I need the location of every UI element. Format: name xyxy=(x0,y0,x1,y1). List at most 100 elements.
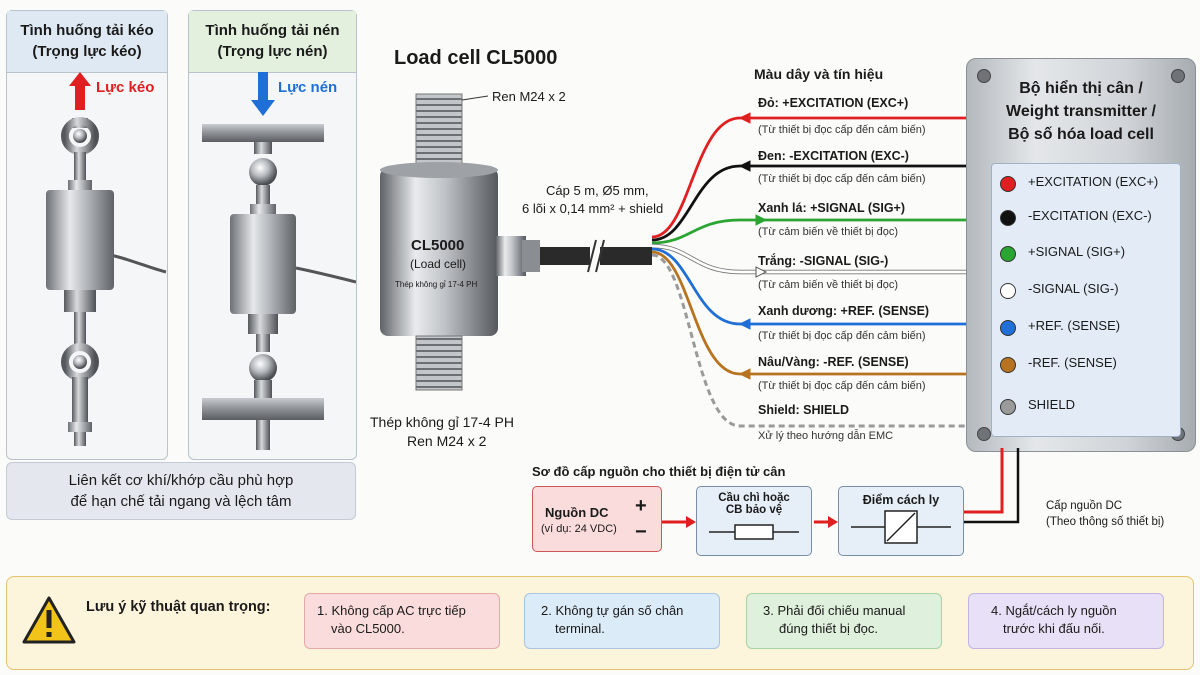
supply-note-line2: (Theo thông số thiết bị) xyxy=(1046,516,1165,528)
warning-item-3: 3. Phải đối chiếu manual đúng thiết bị đ… xyxy=(746,593,942,649)
wire-arrow-icon xyxy=(738,318,751,330)
wire-0 xyxy=(651,116,970,239)
terminal-panel xyxy=(991,163,1181,437)
pin-label: +EXCITATION (EXC+) xyxy=(1028,174,1159,189)
pin-label: SHIELD xyxy=(1028,397,1075,412)
loadcell-title: Load cell CL5000 xyxy=(394,47,558,69)
pin-label: -REF. (SENSE) xyxy=(1028,355,1117,370)
wire-arrow-icon xyxy=(755,266,768,278)
wire-1 xyxy=(651,164,970,242)
wire-label-4-sub: (Từ thiết bị đọc cấp đến cảm biến) xyxy=(758,330,926,342)
wire-3 xyxy=(651,244,970,274)
wiring-header: Màu dây và tín hiệu xyxy=(754,66,884,82)
compression-subtitle: (Trọng lực nén) xyxy=(217,43,328,60)
compression-force-label: Lực nén xyxy=(278,79,338,96)
dc-source-box: Nguồn DC (ví dụ: 24 VDC) + − xyxy=(532,486,662,552)
wire-label-3-title: Trắng: -SIGNAL (SIG-) xyxy=(758,254,889,268)
terminal-pin-1[interactable]: -EXCITATION (EXC-) xyxy=(1000,208,1180,228)
pin-dot-icon xyxy=(1000,176,1016,192)
wire-2 xyxy=(651,218,970,245)
wire-label-0-sub: (Từ thiết bị đọc cấp đến cảm biến) xyxy=(758,124,926,136)
warning-item-2: 2. Không tự gán số chân terminal. xyxy=(524,593,720,649)
pin-dot-icon xyxy=(1000,320,1016,336)
pin-label: -EXCITATION (EXC-) xyxy=(1028,208,1152,223)
terminal-pin-6[interactable]: SHIELD xyxy=(1000,397,1180,417)
dc-source-label: Nguồn DC xyxy=(545,505,609,520)
tension-force-label: Lực kéo xyxy=(96,79,155,96)
pin-label: +REF. (SENSE) xyxy=(1028,318,1121,333)
plus-terminal: + xyxy=(635,495,647,517)
arrow-right-icon xyxy=(662,516,696,528)
wire-5 xyxy=(651,250,970,376)
wire-label-2-title: Xanh lá: +SIGNAL (SIG+) xyxy=(758,201,906,215)
pin-dot-icon xyxy=(1000,399,1016,415)
loadcell-body-material: Thép không gỉ 17-4 PH xyxy=(395,280,478,289)
wire-4 xyxy=(651,247,970,326)
supply-note-line1: Cấp nguồn DC xyxy=(1046,500,1123,512)
wire-6 xyxy=(651,253,970,428)
terminal-pin-0[interactable]: +EXCITATION (EXC+) xyxy=(1000,174,1180,194)
cable-spec-line2: 6 lõi x 0,14 mm² + shield xyxy=(522,201,664,216)
warning-item-1: 1. Không cấp AC trực tiếp vào CL5000. xyxy=(304,593,500,649)
wire-label-5-title: Nâu/Vàng: -REF. (SENSE) xyxy=(758,355,909,369)
isolation-label: Điểm cách ly xyxy=(862,493,940,507)
warning-item-2-line1: 2. Không tự gán số chân xyxy=(541,603,684,618)
screw-icon xyxy=(977,69,991,83)
tension-arrow-icon xyxy=(69,72,91,110)
wire-arrow-icon xyxy=(738,368,751,380)
tension-illustration xyxy=(46,72,356,450)
warning-item-4-line2: trước khi đấu nối. xyxy=(1003,621,1105,636)
device-title-line2: Weight transmitter / xyxy=(1006,103,1156,120)
fuse-label-line2: CB bảo vệ xyxy=(725,504,783,516)
dc-source-sub: (ví dụ: 24 VDC) xyxy=(541,523,617,535)
warning-item-3-line2: đúng thiết bị đọc. xyxy=(779,621,879,636)
device-title-line1: Bộ hiển thị cân / xyxy=(1019,80,1143,97)
mechanical-note-line1: Liên kết cơ khí/khớp cầu phù hợp xyxy=(68,472,294,489)
wire-label-0-title: Đỏ: +EXCITATION (EXC+) xyxy=(758,96,909,110)
warning-title: Lưu ý kỹ thuật quan trọng: xyxy=(86,599,271,615)
screw-icon xyxy=(1171,69,1185,83)
mechanical-note: Liên kết cơ khí/khớp cầu phù hợp để hạn … xyxy=(6,462,356,520)
device-title: Bộ hiển thị cân / Weight transmitter / B… xyxy=(967,77,1195,146)
fuse-label-line1: Cầu chì hoặc xyxy=(718,492,790,504)
warning-item-1-line1: 1. Không cấp AC trực tiếp xyxy=(317,603,466,618)
terminal-pin-3[interactable]: -SIGNAL (SIG-) xyxy=(1000,281,1180,301)
arrow-right-icon xyxy=(814,516,838,528)
wire-arrow-icon xyxy=(738,112,751,124)
pin-dot-icon xyxy=(1000,210,1016,226)
mechanical-note-line2: để hạn chế tải ngang và lệch tâm xyxy=(70,493,292,510)
warning-item-2-line2: terminal. xyxy=(555,621,605,636)
wire-label-6-sub: Xử lý theo hướng dẫn EMC xyxy=(758,430,894,442)
pin-label: +SIGNAL (SIG+) xyxy=(1028,244,1126,259)
tension-header: Tình huống tải kéo (Trọng lực kéo) xyxy=(7,11,167,73)
terminal-pin-5[interactable]: -REF. (SENSE) xyxy=(1000,355,1180,375)
terminal-pin-2[interactable]: +SIGNAL (SIG+) xyxy=(1000,244,1180,264)
warning-item-4-line1: 4. Ngắt/cách ly nguồn xyxy=(991,603,1117,618)
wire-label-2-sub: (Từ cảm biến về thiết bị đọc) xyxy=(758,226,899,238)
compression-arrow-icon xyxy=(251,72,275,116)
thread-top-label: Ren M24 x 2 xyxy=(492,89,566,104)
wire-label-6-title: Shield: SHIELD xyxy=(758,403,849,417)
warning-item-3-line1: 3. Phải đối chiếu manual xyxy=(763,603,906,618)
warning-item-1-line2: vào CL5000. xyxy=(331,621,405,636)
cable-spec-line1: Cáp 5 m, Ø5 mm, xyxy=(546,183,649,198)
terminal-pin-4[interactable]: +REF. (SENSE) xyxy=(1000,318,1180,338)
minus-terminal: − xyxy=(635,521,647,543)
pin-dot-icon xyxy=(1000,246,1016,262)
warning-icon xyxy=(22,596,76,644)
loadcell-thread-bottom-label: Ren M24 x 2 xyxy=(407,433,487,449)
tension-title: Tình huống tải kéo xyxy=(20,22,154,39)
compression-title: Tình huống tải nén xyxy=(205,22,340,39)
compression-header: Tình huống tải nén (Trọng lực nén) xyxy=(189,11,356,73)
wire-arrow-icon xyxy=(755,214,768,226)
loadcell-body-model: CL5000 xyxy=(411,237,465,254)
pin-dot-icon xyxy=(1000,357,1016,373)
fuse-icon xyxy=(709,524,799,540)
fuse-box: Cầu chì hoặc CB bảo vệ xyxy=(696,486,812,556)
loadcell-material-label: Thép không gỉ 17-4 PH xyxy=(370,414,514,430)
loadcell-illustration xyxy=(380,93,652,391)
wire-label-1-sub: (Từ thiết bị đọc cấp đến cảm biến) xyxy=(758,173,926,185)
loadcell-body-sub: (Load cell) xyxy=(410,257,467,271)
warning-item-4: 4. Ngắt/cách ly nguồn trước khi đấu nối. xyxy=(968,593,1164,649)
screw-icon xyxy=(977,427,991,441)
